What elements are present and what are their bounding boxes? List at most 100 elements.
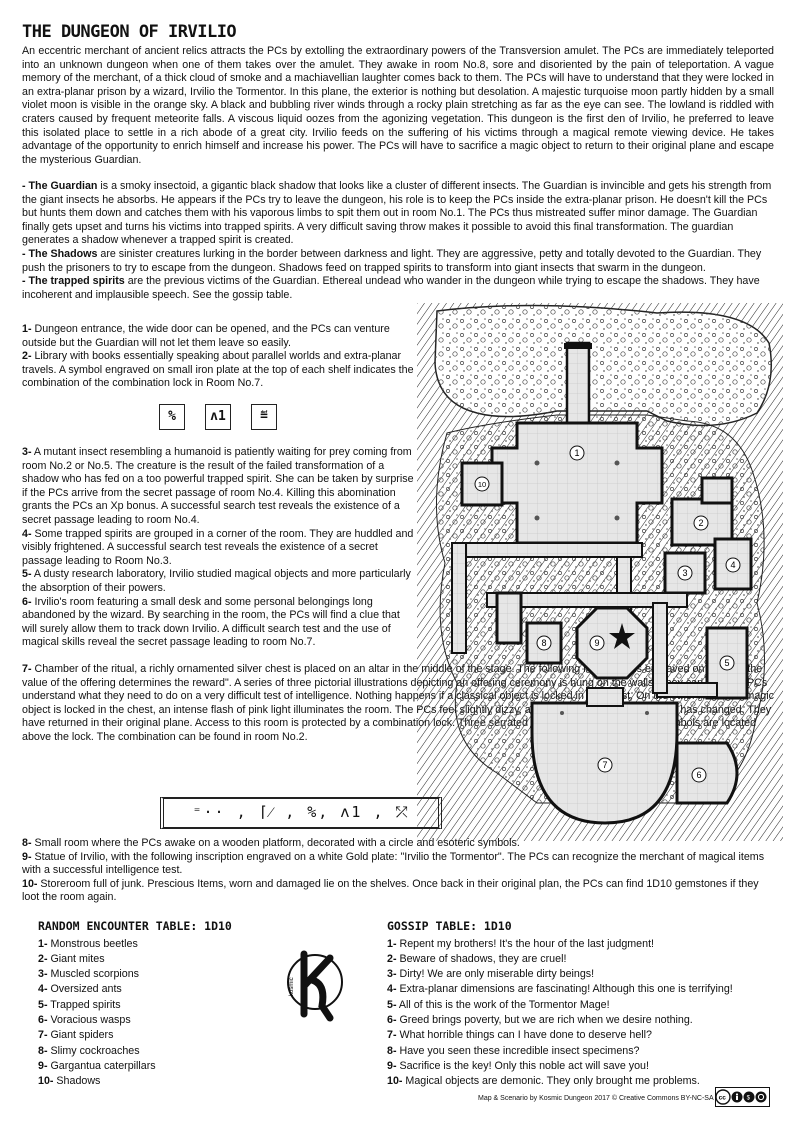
svg-text:$: $ [747,1095,751,1101]
npc-text: are the previous victims of the Guardian… [22,275,760,301]
svg-text:cc: cc [719,1095,727,1102]
item-text: Giant spiders [47,1029,114,1042]
pillars [534,460,649,715]
room-9 [575,606,649,680]
logo-text: kosmic [289,977,295,996]
outside-rocks [435,305,772,426]
item-number: 3- [387,968,397,981]
item-number: 1- [38,937,48,950]
list-item: 5- Trapped spirits [38,998,268,1013]
room-number: 6- [22,595,32,608]
list-item: 4- Oversized ants [38,982,268,997]
room-text: Small room where the PCs awake on a wood… [31,837,520,849]
list-item: 3- Dirty! We are only miserable dirty be… [387,967,767,982]
room2-symbol-plates: % ʌ1 ≝ [22,403,414,432]
room-text: Library with books essentially speaking … [22,350,414,390]
list-item: 2- Giant mites [38,952,268,967]
item-text: Monstrous beetles [47,937,138,950]
item-number: 10- [38,1075,54,1088]
npc-name: - The Guardian [22,180,98,192]
room-9: 9- Statue of Irvilio, with the following… [22,851,774,878]
item-text: Extra-planar dimensions are fascinating!… [396,983,733,996]
room-text: Irvilio's room featuring a small desk an… [22,595,400,649]
room-number: 1- [22,323,32,335]
side-chamber [495,591,523,645]
item-text: All of this is the work of the Tormentor… [396,998,610,1011]
list-item: 6- Greed brings poverty, but we are rich… [387,1013,767,1028]
list-item: 1- Monstrous beetles [38,937,268,952]
gossip-list: 1- Repent my brothers! It's the hour of … [387,937,767,1090]
dungeon-map: 1 2 3 4 5 6 7 8 9 10 [417,303,783,841]
symbol-plate: ≝ [251,403,277,430]
item-text: Have you seen these incredible insect sp… [396,1044,640,1057]
room-label: 9 [594,638,599,648]
list-item: 2- Beware of shadows, they are cruel! [387,952,767,967]
item-text: Beware of shadows, they are cruel! [396,952,567,965]
gossip-table: GOSSIP TABLE: 1D10 1- Repent my brothers… [387,919,767,1090]
encounter-list: 1- Monstrous beetles 2- Giant mites 3- M… [38,937,268,1090]
room-label: 4 [730,560,735,570]
item-text: Magical objects are demonic. They only b… [402,1075,700,1088]
room-descriptions-left: 1- Dungeon entrance, the wide door can b… [22,323,414,650]
list-item: 10- Magical objects are demonic. They on… [387,1074,767,1089]
corridor [486,592,688,608]
credit-line: Map & Scenario by Kosmic Dungeon 2017 © … [478,1095,725,1102]
room-8: 8- Small room where the PCs awake on a w… [22,837,774,851]
item-text: Shadows [53,1075,101,1088]
item-number: 6- [38,1014,48,1027]
room-number: 4- [22,527,32,540]
npc-name: - The trapped spirits [22,275,125,288]
room-4: 4- Some trapped spirits are grouped in a… [22,528,414,569]
creative-commons-badge: cc $ [715,1087,770,1107]
npc-trapped-spirits: - The trapped spirits are the previous v… [22,275,774,302]
room-label: 6 [696,770,701,780]
room-number: 8- [22,837,32,849]
item-number: 2- [38,952,48,965]
item-text: Repent my brothers! It's the hour of the… [396,937,655,950]
room-number: 5- [22,568,32,581]
room-label: 7 [602,760,607,770]
room-text: Some trapped spirits are grouped in a co… [22,527,414,567]
item-number: 10- [387,1075,403,1088]
item-number: 7- [387,1029,397,1042]
list-item: 10- Shadows [38,1074,268,1089]
entrance-corridor [565,341,591,435]
item-number: 9- [38,1059,48,1072]
list-item: 7- Giant spiders [38,1028,268,1043]
room-6 [675,741,739,805]
room-labels: 1 2 3 4 5 6 7 8 9 10 [474,445,741,783]
room-1: 1- Dungeon entrance, the wide door can b… [22,323,414,350]
room-text: A mutant insect resembling a humanoid is… [22,445,414,526]
room-1 [490,421,664,545]
room-5: 5- A dusty research laboratory, Irvilio … [22,568,414,595]
item-number: 4- [38,983,48,996]
room-number: 2- [22,350,32,363]
list-item: 9- Gargantua caterpillars [38,1059,268,1074]
list-item: 8- Slimy cockroaches [38,1044,268,1059]
intro-paragraph: An eccentric merchant of ancient relics … [22,45,774,167]
corridor [451,542,643,558]
item-text: Muscled scorpions [47,968,139,981]
item-number: 7- [38,1029,48,1042]
room-label: 10 [478,480,486,489]
room-label: 8 [541,638,546,648]
list-item: 6- Voracious wasps [38,1013,268,1028]
gossip-table-title: GOSSIP TABLE: 1D10 [387,919,512,933]
room-2: 2- Library with books essentially speaki… [22,350,414,391]
item-number: 2- [387,952,397,965]
room-6: 6- Irvilio's room featuring a small desk… [22,596,414,650]
npc-shadows: - The Shadows are sinister creatures lur… [22,248,774,275]
item-text: What horrible things can I have done to … [396,1029,652,1042]
room-number: 9- [22,850,32,863]
npc-section: - The Guardian is a smoky insectoid, a g… [22,180,774,302]
room-label: 5 [724,658,729,668]
item-number: 8- [38,1044,48,1057]
symbol-plate: ʌ1 [205,403,231,430]
item-number: 5- [387,998,397,1011]
room-descriptions-bottom: 8- Small room where the PCs awake on a w… [22,837,774,905]
list-item: 3- Muscled scorpions [38,967,268,982]
corridor [451,542,467,654]
room-label: 3 [682,568,687,578]
npc-guardian: - The Guardian is a smoky insectoid, a g… [22,180,774,248]
room-number: 7- [22,663,32,675]
